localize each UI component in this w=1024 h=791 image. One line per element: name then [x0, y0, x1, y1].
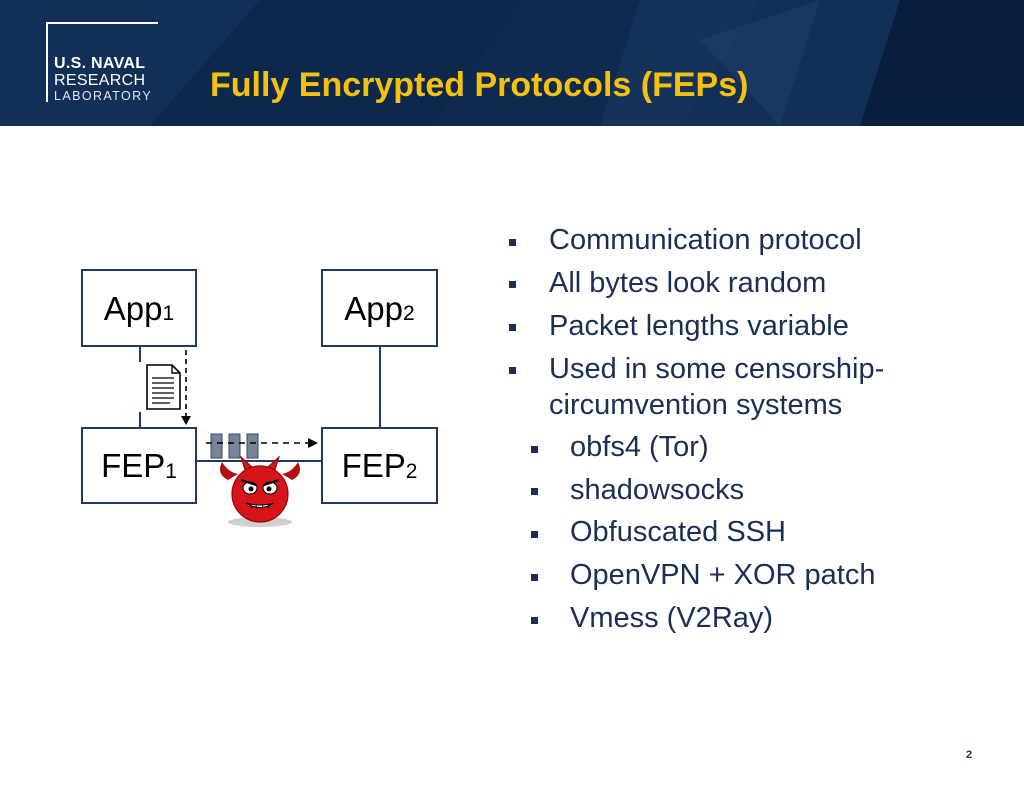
bullet-item: Packet lengths variable	[549, 310, 849, 342]
document-icon	[146, 364, 181, 410]
sub-bullet-marker	[531, 617, 538, 624]
slide-title: Fully Encrypted Protocols (FEPs)	[210, 66, 749, 104]
bullet-item-continuation: circumvention systems	[549, 389, 843, 421]
bullet-marker	[509, 239, 516, 246]
packet-icon	[210, 433, 259, 459]
transmit-arrow	[206, 438, 318, 448]
sub-bullet-marker	[531, 531, 538, 538]
sub-bullet-item: obfs4 (Tor)	[570, 431, 709, 463]
devil-adversary-icon	[220, 455, 300, 527]
logo-line-2: RESEARCH	[54, 72, 146, 89]
fep2-label: FEP	[341, 447, 406, 484]
nrl-logo: U.S. NAVAL RESEARCH LABORATORY	[46, 22, 158, 104]
sub-bullet-item: shadowsocks	[570, 474, 745, 506]
app1-label: App	[103, 289, 163, 327]
logo-frame	[46, 22, 158, 102]
sub-bullet-item: Vmess (V2Ray)	[570, 602, 774, 634]
logo-line-1: U.S. NAVAL	[54, 55, 146, 72]
sub-bullet-item: OpenVPN + XOR patch	[570, 559, 876, 591]
bullet-marker	[509, 324, 516, 331]
encrypt-arrow	[181, 350, 191, 425]
fep2-subscript: 2	[405, 459, 418, 483]
page-number: 2	[966, 749, 973, 761]
fep1-label: FEP	[101, 447, 166, 484]
app2-subscript: 2	[403, 302, 415, 325]
bullet-marker	[509, 281, 516, 288]
sub-bullet-marker	[531, 446, 538, 453]
logo-line-3: LABORATORY	[54, 89, 153, 103]
sub-bullet-marker	[531, 488, 538, 495]
sub-bullet-marker	[531, 574, 538, 581]
bullet-item: Communication protocol	[549, 224, 862, 256]
header-background	[0, 0, 1024, 126]
bullet-item: All bytes look random	[549, 267, 827, 299]
app1-subscript: 1	[162, 302, 175, 325]
sub-bullet-item: Obfuscated SSH	[570, 516, 786, 548]
app2-label: App	[344, 289, 404, 327]
bullet-marker	[509, 367, 516, 374]
fep1-subscript: 1	[165, 459, 177, 483]
header-band: U.S. NAVAL RESEARCH LABORATORY Fully Enc…	[0, 0, 1024, 126]
bullet-item: Used in some censorship-	[549, 353, 885, 385]
